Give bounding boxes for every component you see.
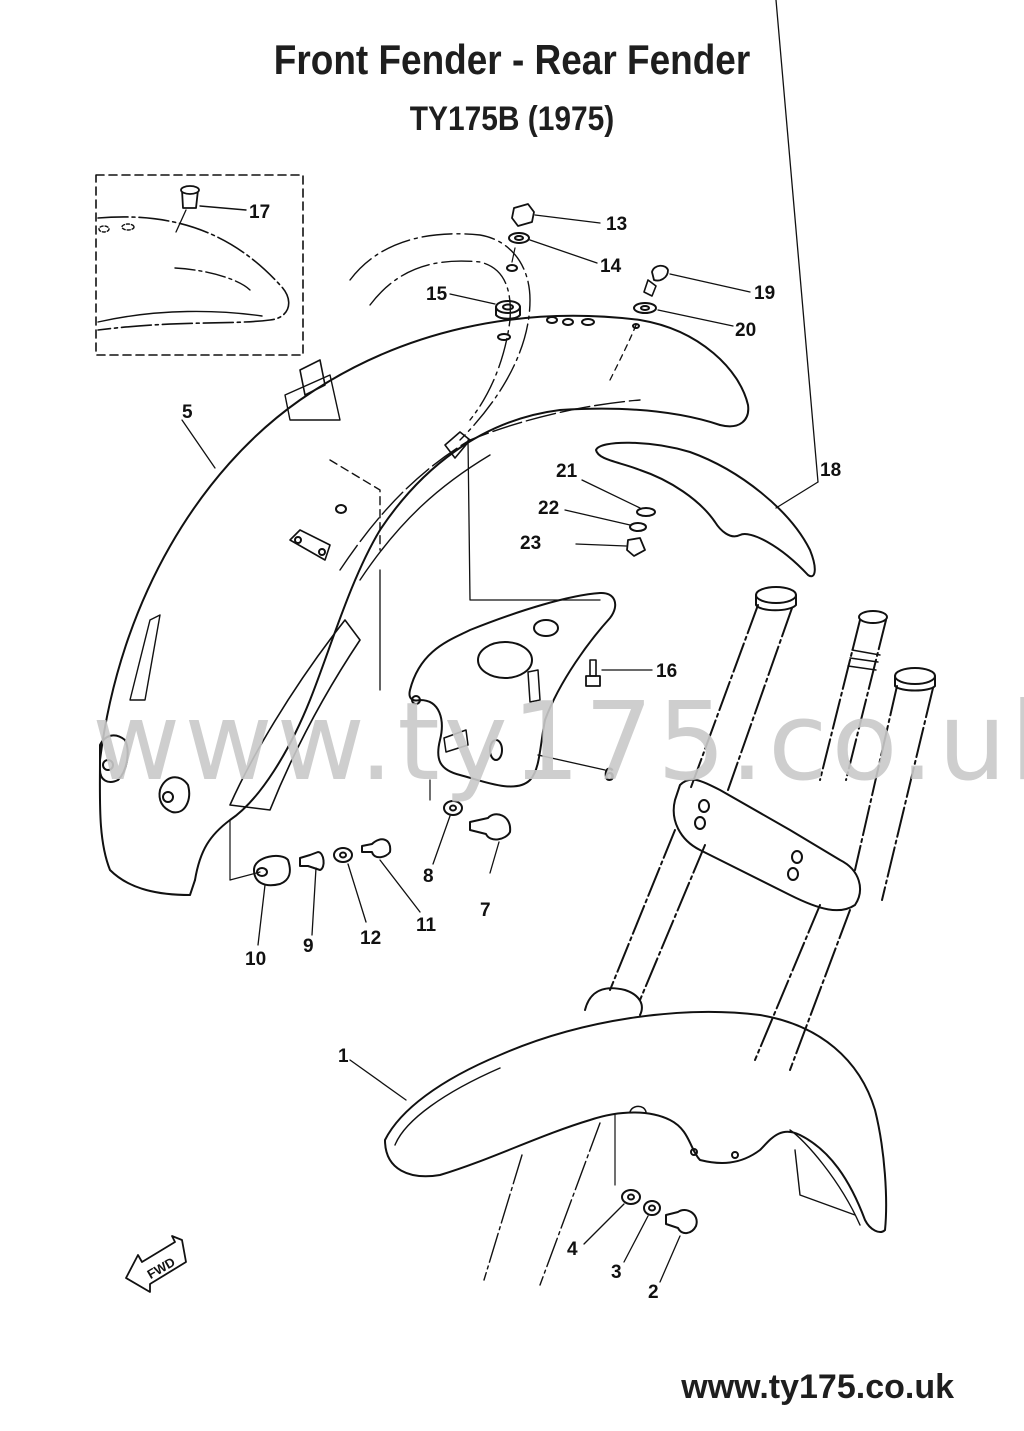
callout-2: 2 <box>648 1282 659 1303</box>
callout-20: 20 <box>735 320 756 341</box>
callout-12: 12 <box>360 928 381 949</box>
callout-1: 1 <box>338 1046 349 1067</box>
callout-labels: 17 13 14 15 19 20 5 18 21 22 23 16 6 8 7… <box>182 202 841 1303</box>
callout-5: 5 <box>182 402 193 423</box>
watermark-text: www.ty175.co.uk <box>92 680 1024 805</box>
hardware-bottom <box>229 779 512 946</box>
callout-19: 19 <box>754 283 775 304</box>
callout-11: 11 <box>416 915 437 936</box>
page-subtitle: TY175B (1975) <box>409 100 615 138</box>
callout-15: 15 <box>426 284 448 305</box>
callout-3: 3 <box>611 1262 622 1283</box>
callout-4: 4 <box>567 1239 578 1260</box>
inset-detail-17 <box>95 174 304 356</box>
fwd-arrow-icon: FWD <box>125 1235 187 1293</box>
callout-23: 23 <box>520 533 541 554</box>
front-fender-part-1 <box>349 1011 888 1286</box>
callout-14: 14 <box>600 256 622 277</box>
callout-7: 7 <box>480 900 491 921</box>
hardware-top <box>449 203 751 341</box>
fender-stay-part-6 <box>379 569 653 788</box>
callout-18: 18 <box>820 460 841 481</box>
callout-9: 9 <box>303 936 314 957</box>
callout-16: 16 <box>656 661 677 682</box>
callout-13: 13 <box>606 214 627 235</box>
rear-fender-part-5 <box>98 233 750 896</box>
callout-22: 22 <box>538 498 559 519</box>
callout-8: 8 <box>423 866 434 887</box>
callout-17: 17 <box>249 202 270 223</box>
callout-10: 10 <box>245 949 266 970</box>
page-title: Front Fender - Rear Fender <box>273 36 751 83</box>
callout-21: 21 <box>556 461 578 482</box>
footer-url-link[interactable]: www.ty175.co.uk <box>681 1368 954 1406</box>
callout-6: 6 <box>604 765 615 786</box>
front-forks <box>584 586 936 1071</box>
